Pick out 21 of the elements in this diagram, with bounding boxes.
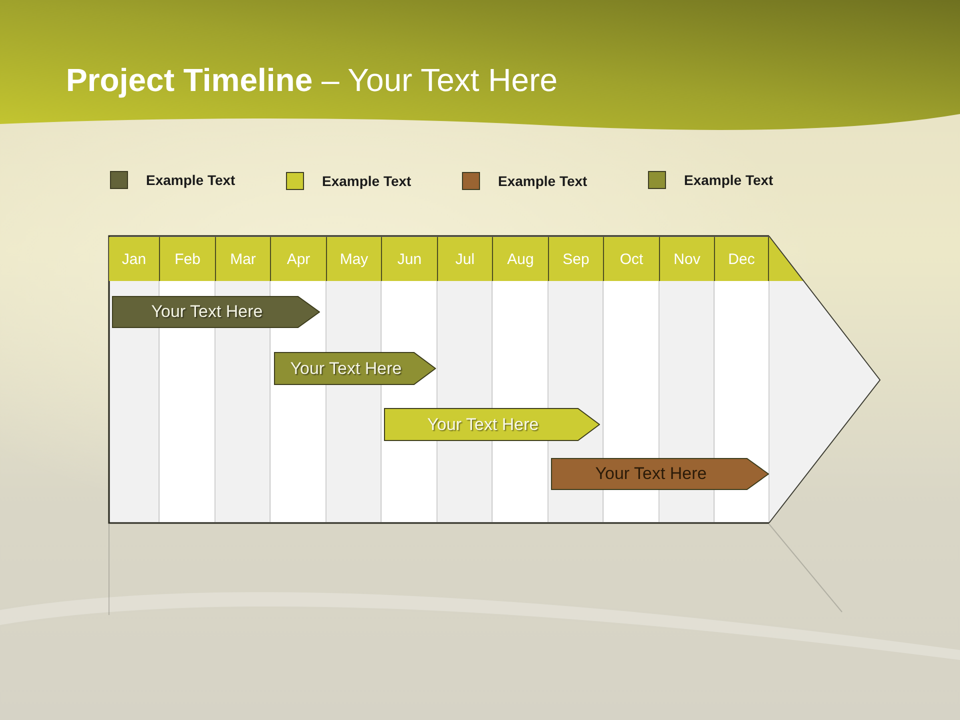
month-header-cell: Aug <box>492 237 548 281</box>
task-bar: Your Text Here <box>551 458 769 490</box>
legend-label: Example Text <box>684 171 774 189</box>
slide-title: Project Timeline – Your Text Here <box>66 61 558 100</box>
task-bar: Your Text Here <box>274 352 436 385</box>
month-header-cell: Dec <box>714 237 769 281</box>
month-header-cell: Jun <box>381 237 437 281</box>
task-bar: Your Text Here <box>112 296 320 328</box>
month-header-cell: Jan <box>109 237 159 281</box>
task-bar: Your Text Here <box>384 408 600 441</box>
month-header-cell: Jul <box>437 237 492 281</box>
month-header-cell: Feb <box>159 237 215 281</box>
legend-label: Example Text <box>322 172 412 190</box>
month-header-cell: Sep <box>548 237 603 281</box>
legend-label: Example Text <box>498 172 588 190</box>
month-header-cell: Mar <box>215 237 270 281</box>
month-header-cell: May <box>326 237 381 281</box>
month-header-cell: Oct <box>603 237 659 281</box>
month-header-cell: Apr <box>270 237 326 281</box>
legend-label: Example Text <box>146 171 236 189</box>
month-header-cell: Nov <box>659 237 714 281</box>
